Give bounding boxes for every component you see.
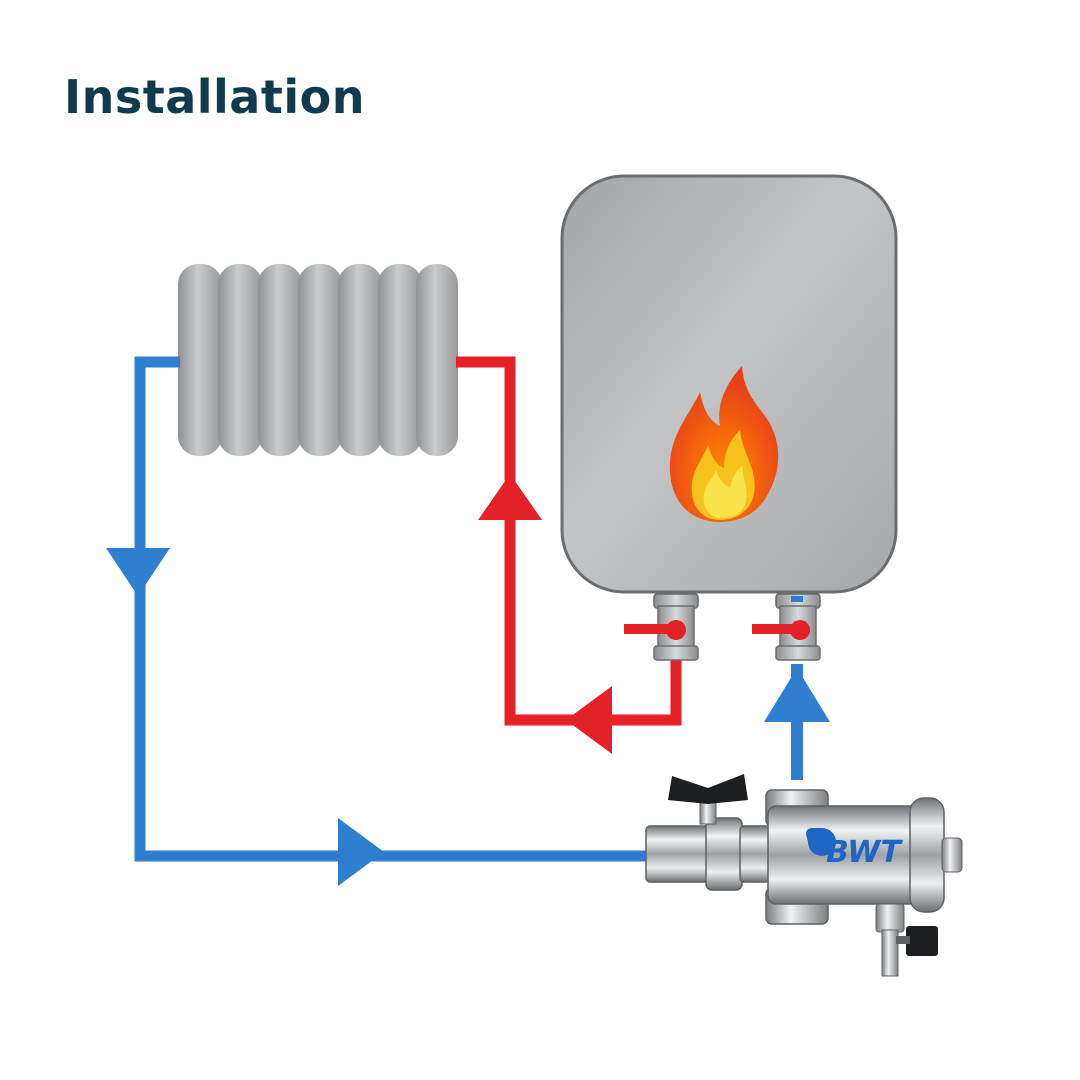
boiler-return-arrow-up bbox=[764, 668, 830, 722]
radiator bbox=[178, 264, 458, 456]
flow-valve bbox=[624, 593, 699, 661]
return-valve bbox=[752, 593, 821, 661]
butterfly-handle bbox=[668, 774, 748, 804]
page-title: Installation bbox=[64, 70, 365, 124]
return-flow-arrow-right bbox=[338, 818, 384, 886]
svg-text:BWT: BWT bbox=[826, 835, 903, 870]
radiator-fin bbox=[258, 264, 302, 456]
radiator-fin bbox=[416, 264, 458, 456]
flame-icon bbox=[669, 366, 779, 522]
return-flow-arrow-down bbox=[106, 548, 170, 596]
boiler-return-pipe bbox=[764, 664, 830, 780]
inlet-fitting bbox=[645, 825, 711, 883]
magnetic-filter: BWT bbox=[645, 774, 963, 977]
radiator-fin bbox=[338, 264, 382, 456]
flow-arrow-left bbox=[566, 686, 612, 754]
radiator-fin bbox=[298, 264, 342, 456]
return-pipe bbox=[106, 356, 646, 886]
flow-pipe bbox=[456, 356, 682, 754]
bwt-logo: BWT bbox=[806, 828, 903, 870]
flow-arrow-up bbox=[478, 474, 542, 520]
radiator-fin bbox=[178, 264, 222, 456]
radiator-fin bbox=[378, 264, 422, 456]
drain-handle bbox=[906, 926, 938, 956]
radiator-fin bbox=[218, 264, 262, 456]
